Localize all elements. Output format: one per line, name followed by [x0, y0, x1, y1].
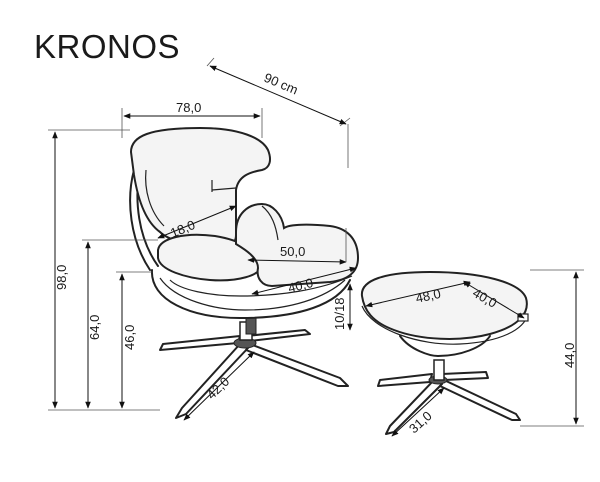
label-64: 64,0 — [87, 315, 102, 340]
footstool — [360, 270, 529, 435]
label-31: 31,0 — [406, 408, 435, 436]
label-90cm: 90 cm — [262, 70, 300, 98]
label-10-18: 10/18 — [332, 297, 347, 330]
chair-star-base — [159, 317, 349, 419]
product-title: KRONOS — [34, 28, 181, 65]
label-78: 78,0 — [176, 100, 201, 115]
label-46: 46,0 — [122, 325, 137, 350]
armchair — [129, 126, 360, 419]
dimension-lines — [48, 57, 584, 437]
label-40-seat: 40,0 — [286, 275, 314, 296]
label-44: 44,0 — [562, 343, 577, 368]
label-48: 48,0 — [414, 286, 442, 306]
label-50: 50,0 — [280, 244, 305, 259]
label-98: 98,0 — [54, 265, 69, 290]
